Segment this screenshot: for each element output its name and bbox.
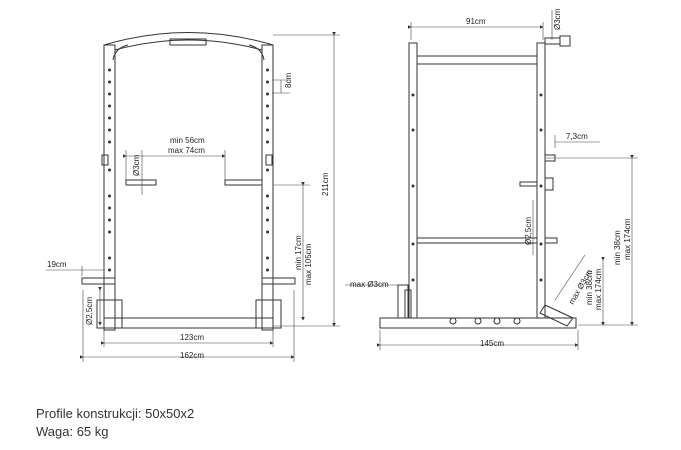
front-holes bbox=[108, 68, 269, 272]
label-hook-span-min: min 56cm bbox=[170, 136, 205, 145]
side-dimensions bbox=[345, 10, 638, 350]
side-view bbox=[379, 35, 577, 329]
label-pin-diameter: Ø2,5cm bbox=[85, 297, 94, 325]
label-side-peg-height-max: max 174cm bbox=[594, 268, 603, 310]
side-rear-upright bbox=[536, 42, 546, 319]
label-side-top-diameter: Ø3cm bbox=[553, 8, 562, 30]
front-top-arch-outer bbox=[103, 32, 274, 46]
side-base bbox=[379, 317, 577, 329]
label-side-base-depth: 145cm bbox=[480, 339, 504, 348]
front-left-safety bbox=[81, 277, 116, 285]
label-side-offset: 19cm bbox=[47, 260, 67, 269]
front-left-hook bbox=[125, 179, 157, 186]
label-side-depth-offset: 7,3cm bbox=[566, 132, 588, 141]
profile-spec: Profile konstrukcji: 50x50x2 bbox=[36, 406, 195, 421]
side-top-bar bbox=[416, 55, 538, 65]
weight-spec: Waga: 65 kg bbox=[36, 424, 109, 439]
side-lower-bar bbox=[416, 237, 538, 244]
front-view bbox=[81, 32, 296, 331]
front-top-plate bbox=[169, 38, 207, 46]
side-holes bbox=[411, 93, 543, 282]
label-side-peg-max: max Ø3cm bbox=[350, 280, 389, 289]
front-right-safety bbox=[261, 277, 296, 285]
front-right-upright bbox=[261, 44, 274, 331]
label-side-pin-diameter: Ø2,5cm bbox=[524, 217, 533, 245]
label-side-peg-height-min: min 38cm bbox=[585, 270, 594, 305]
label-bar-diameter: Ø3cm bbox=[132, 154, 141, 176]
front-base bbox=[103, 317, 274, 329]
label-width-top: 162cm bbox=[180, 351, 204, 360]
dimension-labels: 162cm 123cm 211cm 8cm Ø3cm Ø2,5cm min 56… bbox=[47, 8, 632, 360]
label-hook-height-max: max 105cm bbox=[304, 243, 313, 285]
label-hook-height-min: min 17cm bbox=[294, 235, 303, 270]
front-dimensions bbox=[46, 32, 340, 362]
label-height-total: 211cm bbox=[321, 172, 330, 196]
side-base-holes bbox=[449, 317, 521, 325]
front-left-upright bbox=[103, 44, 116, 331]
front-right-hook bbox=[224, 179, 263, 186]
front-top-arch-inner bbox=[114, 39, 263, 51]
label-side-bar-height-min: min 38cm bbox=[613, 230, 622, 265]
label-hook-span-max: max 74cm bbox=[168, 146, 205, 155]
side-front-upright bbox=[408, 42, 418, 319]
label-hole-spacing: 8cm bbox=[284, 73, 293, 88]
label-side-bar-height-max: max 174cm bbox=[623, 218, 632, 260]
label-side-top-width: 91cm bbox=[466, 17, 486, 26]
label-width-inner: 123cm bbox=[180, 333, 204, 342]
